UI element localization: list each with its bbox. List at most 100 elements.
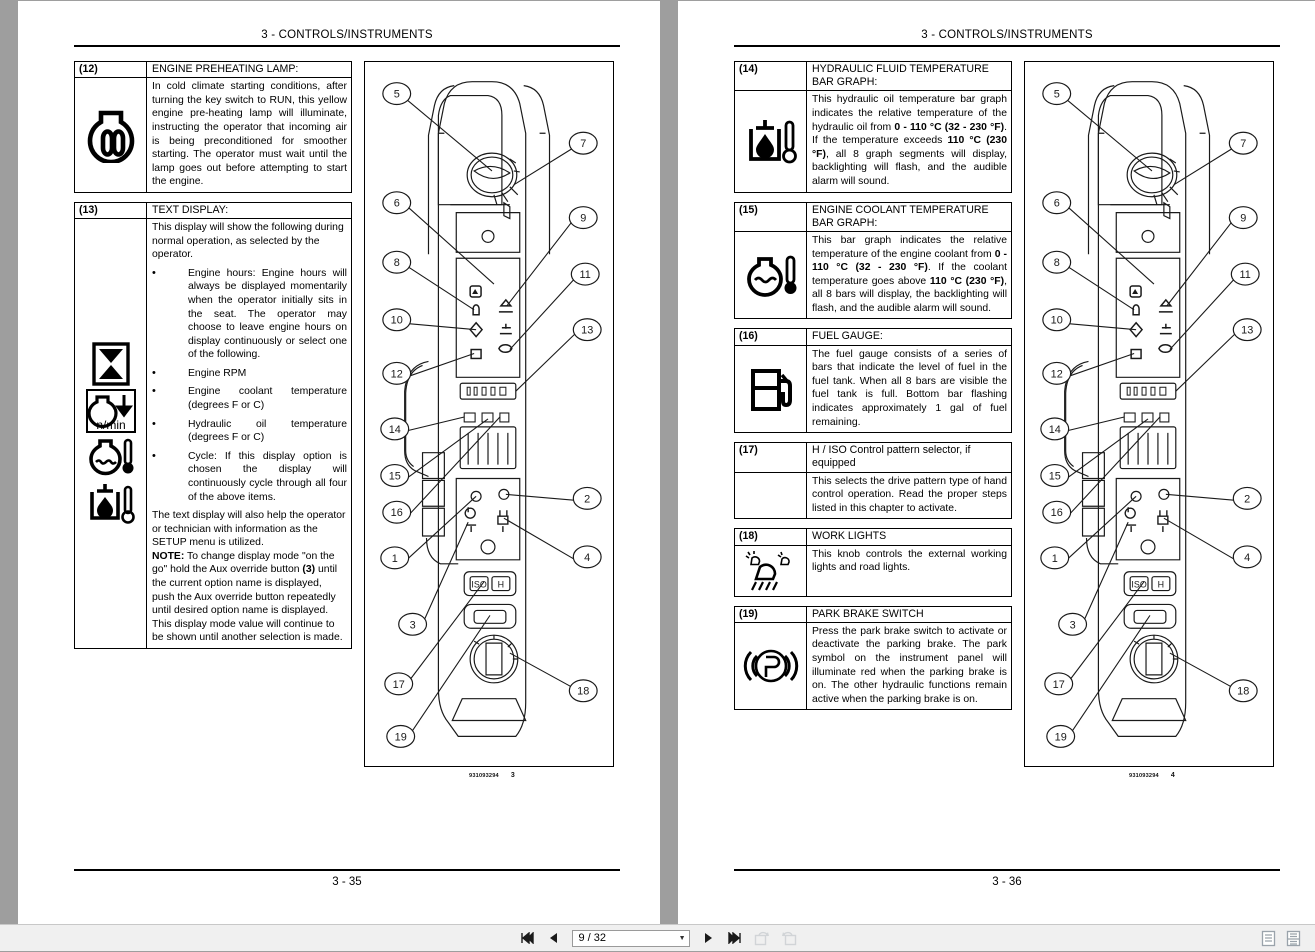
- item-18-number: (18): [735, 529, 807, 545]
- item-16-title: FUEL GAUGE:: [812, 330, 883, 343]
- item-18: (18) WORK LIGHTS: [734, 528, 1012, 597]
- right-text-column: (14) HYDRAULIC FLUID TEMPERATURE BAR GRA…: [734, 61, 1012, 719]
- figure-right: ISO H: [1024, 61, 1274, 767]
- page-right[interactable]: 3 - CONTROLS/INSTRUMENTS (14) HYDRAULIC …: [678, 1, 1315, 924]
- svg-text:7: 7: [1240, 138, 1246, 150]
- item-19-number: (19): [735, 606, 807, 622]
- svg-text:2: 2: [584, 493, 590, 505]
- figure-part-number: 931093294: [1129, 773, 1159, 779]
- single-page-view-button[interactable]: [1261, 930, 1276, 947]
- item-13-number: (13): [75, 202, 147, 219]
- svg-text:10: 10: [391, 315, 403, 327]
- svg-text:ISO: ISO: [471, 580, 486, 590]
- svg-text:18: 18: [577, 686, 589, 698]
- svg-text:2: 2: [1244, 493, 1250, 505]
- chevron-down-icon[interactable]: ▼: [678, 934, 686, 942]
- svg-text:11: 11: [580, 269, 591, 281]
- previous-page-button[interactable]: [545, 929, 563, 947]
- item-17-icon-empty: [735, 472, 807, 519]
- page-number-input[interactable]: 9 / 32 ▼: [571, 929, 690, 947]
- svg-text:n/min: n/min: [96, 418, 125, 432]
- svg-text:13: 13: [581, 325, 593, 337]
- item-13-title: TEXT DISPLAY:: [152, 203, 229, 216]
- coolant-temp-small-icon: [88, 438, 133, 476]
- svg-text:1: 1: [392, 553, 398, 565]
- page-container: 3 - CONTROLS/INSTRUMENTS (12) ENGINE PRE…: [0, 0, 1315, 925]
- item-16: (16) FUEL GAUGE:: [734, 328, 1012, 434]
- item-13-bullet-5: • Cycle: If this display option is chose…: [152, 449, 347, 503]
- page-number-left: 3 - 35: [332, 876, 362, 888]
- svg-text:16: 16: [1051, 507, 1063, 519]
- item-19: (19) PARK BRAKE SWITCH: [734, 605, 1012, 711]
- svg-text:11: 11: [1240, 269, 1251, 281]
- svg-text:18: 18: [1237, 686, 1249, 698]
- page-left[interactable]: 3 - CONTROLS/INSTRUMENTS (12) ENGINE PRE…: [18, 1, 660, 924]
- svg-text:6: 6: [1054, 198, 1060, 210]
- svg-text:14: 14: [1049, 424, 1061, 436]
- item-13-after: The text display will also help the oper…: [152, 510, 346, 549]
- svg-text:4: 4: [584, 552, 590, 564]
- hydraulic-oil-temp-icon: [735, 91, 807, 192]
- item-12-number: (12): [75, 62, 147, 78]
- page-number-right: 3 - 36: [992, 876, 1022, 888]
- page-header-left: 3 - CONTROLS/INSTRUMENTS: [261, 29, 433, 41]
- header-rule-left: [74, 45, 620, 47]
- item-13-text: This display will show the following dur…: [147, 219, 351, 648]
- coolant-temp-icon: [735, 231, 807, 319]
- bullet-dot: •: [152, 417, 156, 430]
- continuous-page-view-button[interactable]: [1286, 930, 1301, 947]
- preheat-lamp-icon: [75, 78, 147, 192]
- svg-text:3: 3: [1070, 619, 1076, 631]
- footer-left: 3 - 35: [74, 869, 620, 888]
- item-18-title: WORK LIGHTS: [812, 530, 887, 543]
- figure-caption-right: 931093294 4: [1024, 772, 1280, 779]
- svg-text:17: 17: [1053, 679, 1065, 691]
- item-14: (14) HYDRAULIC FLUID TEMPERATURE BAR GRA…: [734, 61, 1012, 193]
- item-13-bullet-4: • Hydraulic oil temperature (degrees F o…: [152, 417, 347, 444]
- right-figure-column: ISO H: [1024, 61, 1280, 779]
- figure-number: 4: [1170, 772, 1175, 779]
- item-19-text: Press the park brake switch to activate …: [812, 625, 1007, 705]
- svg-text:19: 19: [395, 731, 407, 743]
- figure-part-number: 931093294: [469, 773, 499, 779]
- fuel-pump-icon: [735, 345, 807, 433]
- left-gutter: [0, 0, 18, 925]
- footer-rule-right: [734, 869, 1280, 871]
- svg-text:6: 6: [394, 198, 400, 210]
- svg-text:5: 5: [394, 89, 400, 101]
- next-page-button[interactable]: [699, 929, 717, 947]
- hourglass-icon: [91, 342, 130, 386]
- item-12-title: ENGINE PREHEATING LAMP:: [152, 63, 299, 75]
- svg-text:14: 14: [389, 424, 401, 436]
- item-17-title: H / ISO Control pattern selector, if equ…: [812, 444, 971, 470]
- svg-text:10: 10: [1051, 315, 1063, 327]
- item-15-title: ENGINE COOLANT TEMPERATURE BAR GRAPH:: [812, 203, 989, 229]
- item-17: (17) H / ISO Control pattern selector, i…: [734, 442, 1012, 520]
- item-15: (15) ENGINE COOLANT TEMPERATURE BAR GRAP…: [734, 201, 1012, 320]
- rotate-clockwise-button[interactable]: [780, 929, 798, 947]
- svg-text:15: 15: [389, 470, 401, 482]
- svg-text:16: 16: [391, 507, 403, 519]
- item-16-text: The fuel gauge consists of a series of b…: [812, 348, 1007, 428]
- rotate-counter-clockwise-button[interactable]: [753, 929, 771, 947]
- page-header-right: 3 - CONTROLS/INSTRUMENTS: [921, 29, 1093, 41]
- item-17-number: (17): [735, 443, 807, 472]
- first-page-button[interactable]: [518, 929, 536, 947]
- last-page-button[interactable]: [726, 929, 744, 947]
- svg-text:5: 5: [1054, 89, 1060, 101]
- text-display-icons: n/min: [75, 219, 147, 648]
- item-14-number: (14): [735, 62, 807, 91]
- item-18-text: This knob controls the external working …: [812, 548, 1007, 574]
- item-15-text: This bar graph indicates the relative te…: [807, 232, 1011, 318]
- svg-text:1: 1: [1052, 553, 1058, 565]
- item-13-note: NOTE: To change display mode "on the go"…: [152, 550, 343, 644]
- svg-text:7: 7: [580, 138, 586, 150]
- item-16-number: (16): [735, 329, 807, 345]
- item-14-title: HYDRAULIC FLUID TEMPERATURE BAR GRAPH:: [812, 63, 989, 89]
- svg-text:8: 8: [394, 257, 400, 269]
- svg-text:13: 13: [1241, 325, 1253, 337]
- item-13: (13) TEXT DISPLAY:: [74, 201, 352, 649]
- svg-text:17: 17: [393, 679, 405, 691]
